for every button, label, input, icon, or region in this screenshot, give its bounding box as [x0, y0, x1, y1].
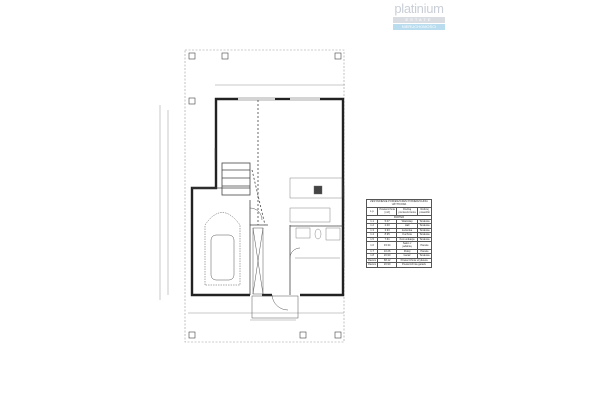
cell: Powierzchnia użytkowa [396, 257, 432, 264]
cell: Salon z jadalnią [396, 241, 418, 250]
column-markers [188, 52, 342, 339]
cell: 1.5 [365, 236, 379, 243]
cell: 8.95 [377, 232, 398, 238]
cell: 20.90 [377, 262, 398, 268]
doors [249, 207, 301, 319]
interior-walls [192, 100, 343, 295]
cell: 1.4 [365, 232, 379, 238]
dimension-lines [159, 84, 345, 321]
hall-cabinet [252, 227, 264, 295]
cell: 2.00 [377, 223, 398, 229]
cell: 20.90 [377, 253, 398, 259]
cell: 1.6 [365, 241, 379, 250]
cell: Panele [417, 241, 432, 250]
car [204, 212, 241, 286]
bathroom [295, 227, 341, 259]
header-floor: Rodzaj posadzki [417, 206, 432, 216]
cell: Terakota [417, 253, 432, 259]
table-title: ZESTAWIENIE POMIESZCZEŃ POWIERZCHNIA UŻY… [366, 199, 432, 208]
cell: Terakota [417, 223, 432, 229]
cell: 1.8 [365, 253, 379, 259]
cell: Komunikacja [396, 236, 418, 243]
cell: Powierzchnia garażu [396, 262, 432, 268]
exterior-walls [190, 97, 345, 297]
header-lp: L.p. [365, 206, 379, 216]
logo-sub2: NIERUCHOMOŚCI [393, 24, 445, 30]
cell: Razem [365, 262, 379, 268]
plot-boundary [184, 49, 345, 343]
header-area: Powierzchnia [m2] [377, 206, 398, 216]
header-room: Rodzaj pomieszczenia [396, 206, 418, 216]
table-group: PARTER [366, 214, 432, 221]
cell: Terakota [417, 232, 432, 238]
cell: 7.61 [377, 236, 398, 243]
platinium-logo: platinium ESTATE NIERUCHOMOŚCI [393, 2, 445, 30]
kitchen [289, 177, 343, 223]
cell: Terakota [417, 236, 432, 243]
windows [214, 97, 345, 268]
logo-name: platinium [394, 1, 444, 16]
logo-sub1: ESTATE [393, 17, 445, 23]
rooms-table: ZESTAWIENIE POMIESZCZEŃ POWIERZCHNIA UŻY… [365, 199, 432, 268]
cell: 1.2 [365, 223, 379, 229]
cell: Razem [365, 257, 379, 264]
cell: 33.34 [377, 241, 398, 250]
